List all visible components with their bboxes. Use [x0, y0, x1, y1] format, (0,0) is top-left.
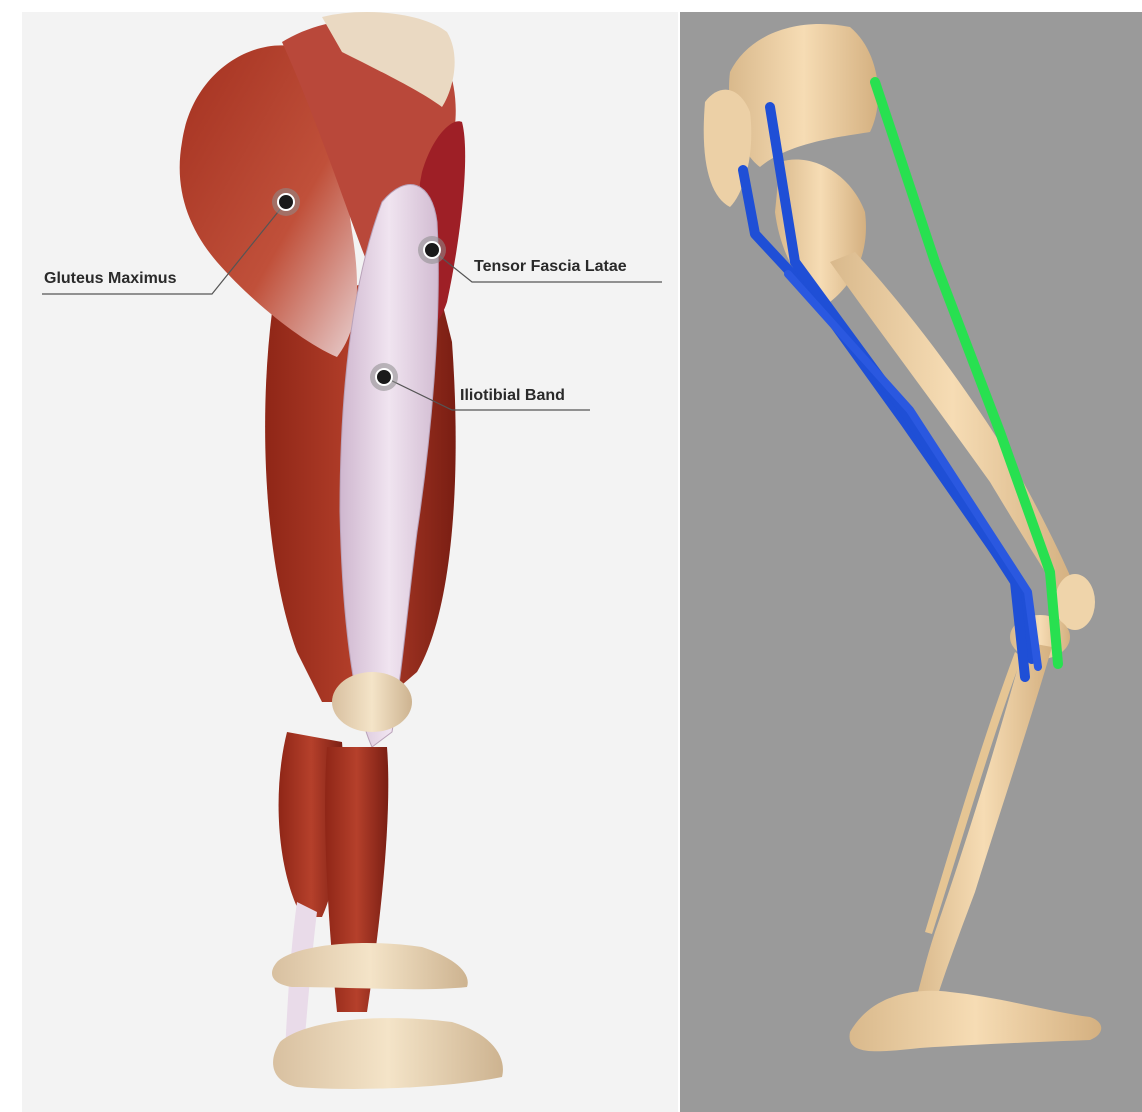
tensor-fascia-latae-marker[interactable]	[418, 236, 446, 264]
iliotibial-band-label: Iliotibial Band	[460, 387, 565, 405]
gluteus-maximus-label: Gluteus Maximus	[44, 270, 176, 288]
foot-bone	[850, 991, 1102, 1052]
tibia-bone	[915, 642, 1052, 1004]
skeleton-leg-illustration	[680, 12, 1142, 1112]
label-leaders	[22, 12, 678, 1112]
pelvis-bone	[729, 24, 878, 167]
gluteus-maximus-marker[interactable]	[272, 188, 300, 216]
skeleton-model-panel	[680, 12, 1142, 1112]
muscle-anatomy-panel: Gluteus Maximus Tensor Fascia Latae Ilio…	[22, 12, 678, 1112]
tensor-fascia-latae-label: Tensor Fascia Latae	[474, 258, 627, 276]
iliotibial-band-marker[interactable]	[370, 363, 398, 391]
quadriceps-line	[875, 82, 1058, 664]
